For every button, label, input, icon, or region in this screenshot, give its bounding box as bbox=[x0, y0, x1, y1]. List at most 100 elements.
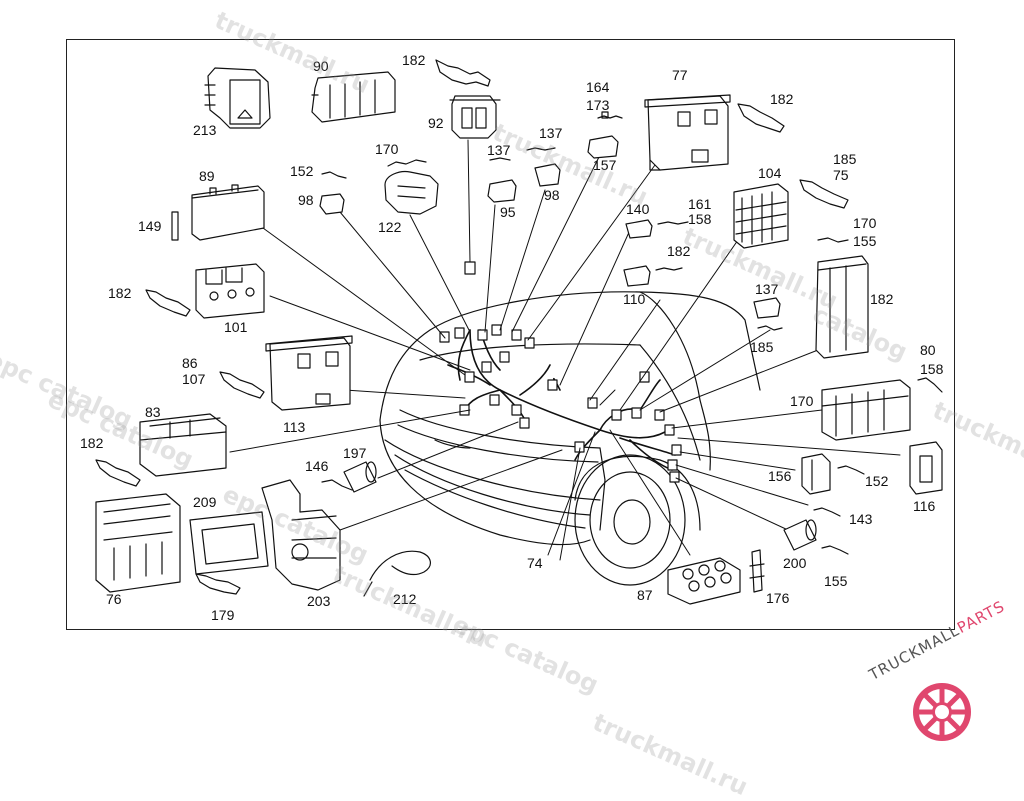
part-156 bbox=[801, 453, 831, 495]
callout-164: 164 bbox=[586, 79, 610, 95]
callout-182: 182 bbox=[402, 52, 426, 68]
callout-213: 213 bbox=[193, 122, 217, 138]
part-75 bbox=[733, 183, 789, 249]
callout-170: 170 bbox=[375, 141, 399, 157]
part-146-clip bbox=[321, 479, 353, 491]
callout-107: 107 bbox=[182, 371, 206, 387]
part-149 bbox=[171, 211, 179, 241]
callout-203: 203 bbox=[307, 593, 331, 609]
part-87 bbox=[667, 557, 741, 605]
callout-152: 152 bbox=[290, 163, 314, 179]
part-200 bbox=[783, 519, 817, 551]
wiring-harness bbox=[447, 329, 676, 471]
part-137-clips bbox=[489, 147, 556, 161]
callout-140: 140 bbox=[626, 201, 650, 217]
part-197 bbox=[343, 461, 377, 493]
part-155-clip-lower bbox=[821, 545, 849, 555]
part-182-terminal-top bbox=[435, 59, 491, 87]
part-143-clip bbox=[813, 507, 841, 517]
part-157 bbox=[587, 135, 619, 159]
part-122 bbox=[384, 170, 439, 215]
callout-98: 98 bbox=[298, 192, 314, 208]
part-164-clip bbox=[597, 111, 623, 119]
part-104 bbox=[625, 219, 653, 239]
part-113 bbox=[821, 379, 911, 441]
callout-173: 173 bbox=[586, 97, 610, 113]
part-110 bbox=[815, 255, 869, 359]
part-86 bbox=[195, 263, 265, 319]
part-182-185-terminal-left bbox=[219, 371, 265, 399]
callout-156: 156 bbox=[768, 468, 792, 484]
part-176-pin bbox=[749, 549, 765, 593]
callout-87: 87 bbox=[637, 587, 653, 603]
part-76 bbox=[95, 493, 181, 593]
callout-176: 176 bbox=[766, 590, 790, 606]
callout-161: 161 bbox=[688, 196, 712, 212]
part-152-clip bbox=[321, 171, 347, 179]
callout-152: 152 bbox=[865, 473, 889, 489]
callout-185: 185 bbox=[750, 339, 774, 355]
callout-182: 182 bbox=[870, 291, 894, 307]
callout-104: 104 bbox=[758, 165, 782, 181]
part-182-185-terminal-right bbox=[799, 179, 849, 209]
callout-90: 90 bbox=[313, 58, 329, 74]
callout-209: 209 bbox=[193, 494, 217, 510]
part-92 bbox=[449, 95, 501, 139]
part-203 bbox=[261, 479, 341, 591]
part-116 bbox=[909, 441, 943, 495]
part-182-terminal-lower bbox=[95, 459, 141, 487]
part-158-clip bbox=[817, 237, 849, 243]
callout-182: 182 bbox=[770, 91, 794, 107]
part-89 bbox=[191, 184, 265, 241]
callout-113: 113 bbox=[283, 419, 306, 435]
part-140-clip bbox=[657, 221, 689, 225]
part-98-a bbox=[534, 163, 561, 187]
callout-200: 200 bbox=[783, 555, 807, 571]
callout-155: 155 bbox=[824, 573, 848, 589]
part-179-terminal bbox=[195, 573, 241, 595]
callout-110: 110 bbox=[623, 291, 646, 307]
callout-76: 76 bbox=[106, 591, 122, 607]
part-77 bbox=[644, 94, 731, 171]
truckmall-logo: TRUCKMALLPARTS bbox=[860, 597, 1020, 745]
callout-86: 86 bbox=[182, 355, 198, 371]
callout-179: 179 bbox=[211, 607, 235, 623]
part-155-clip-top bbox=[655, 267, 683, 271]
diagram-frame bbox=[66, 39, 955, 630]
callout-185: 185 bbox=[833, 151, 857, 167]
callout-170: 170 bbox=[790, 393, 814, 409]
callout-197: 197 bbox=[343, 445, 367, 461]
callout-116: 116 bbox=[913, 498, 936, 514]
callout-143: 143 bbox=[849, 511, 873, 527]
callout-122: 122 bbox=[378, 219, 402, 235]
diagram-artwork bbox=[95, 59, 943, 605]
callout-137: 137 bbox=[539, 125, 563, 141]
callout-77: 77 bbox=[672, 67, 688, 83]
callout-83: 83 bbox=[145, 404, 161, 420]
callout-146: 146 bbox=[305, 458, 329, 474]
part-137-clip-right bbox=[757, 325, 783, 331]
callout-149: 149 bbox=[138, 218, 162, 234]
part-98-b bbox=[319, 193, 345, 215]
callout-95: 95 bbox=[500, 204, 516, 220]
callout-170: 170 bbox=[853, 215, 877, 231]
part-95 bbox=[487, 179, 517, 203]
callout-182: 182 bbox=[80, 435, 104, 451]
part-158-clip-lower bbox=[917, 377, 943, 393]
callout-74: 74 bbox=[527, 555, 543, 571]
part-90 bbox=[311, 71, 396, 123]
part-170-clip bbox=[387, 159, 427, 167]
car-outline bbox=[379, 291, 761, 586]
callout-92: 92 bbox=[428, 115, 444, 131]
part-212-cable-tie bbox=[363, 550, 431, 597]
part-80 bbox=[265, 335, 353, 411]
callout-182: 182 bbox=[667, 243, 691, 259]
callout-212: 212 bbox=[393, 591, 417, 607]
part-107 bbox=[623, 265, 651, 287]
part-83 bbox=[139, 413, 227, 477]
part-152-clip-lower bbox=[837, 465, 865, 475]
callout-89: 89 bbox=[199, 168, 215, 184]
part-182-terminal-right bbox=[737, 103, 785, 133]
part-209 bbox=[189, 511, 269, 575]
